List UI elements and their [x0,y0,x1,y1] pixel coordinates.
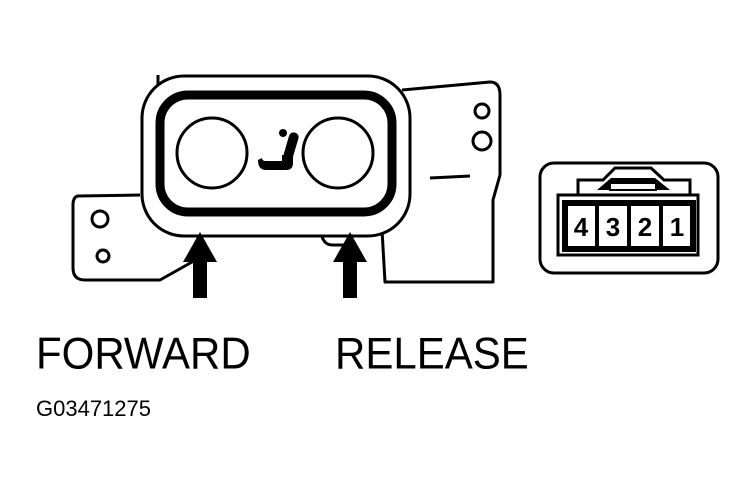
connector-pin: 3 [606,212,620,242]
forward-label: FORWARD [36,328,251,379]
bracket-hole [471,130,493,152]
connector: 4 3 2 1 [538,161,720,275]
bracket-hole [95,248,111,264]
forward-knob [175,116,249,190]
connector-pin: 1 [670,212,684,242]
bracket-hole [473,102,491,120]
switch-housing [140,74,412,238]
release-knob [301,116,375,190]
seat-icon [258,129,299,170]
release-label: RELEASE [335,328,529,379]
release-arrow-icon [333,232,367,298]
figure-id: G03471275 [36,396,151,421]
forward-arrow-icon [183,232,217,298]
bracket-holes [90,102,493,264]
connector-pin: 4 [574,212,589,242]
bracket-hole [90,209,110,229]
connector-pin: 2 [638,212,652,242]
